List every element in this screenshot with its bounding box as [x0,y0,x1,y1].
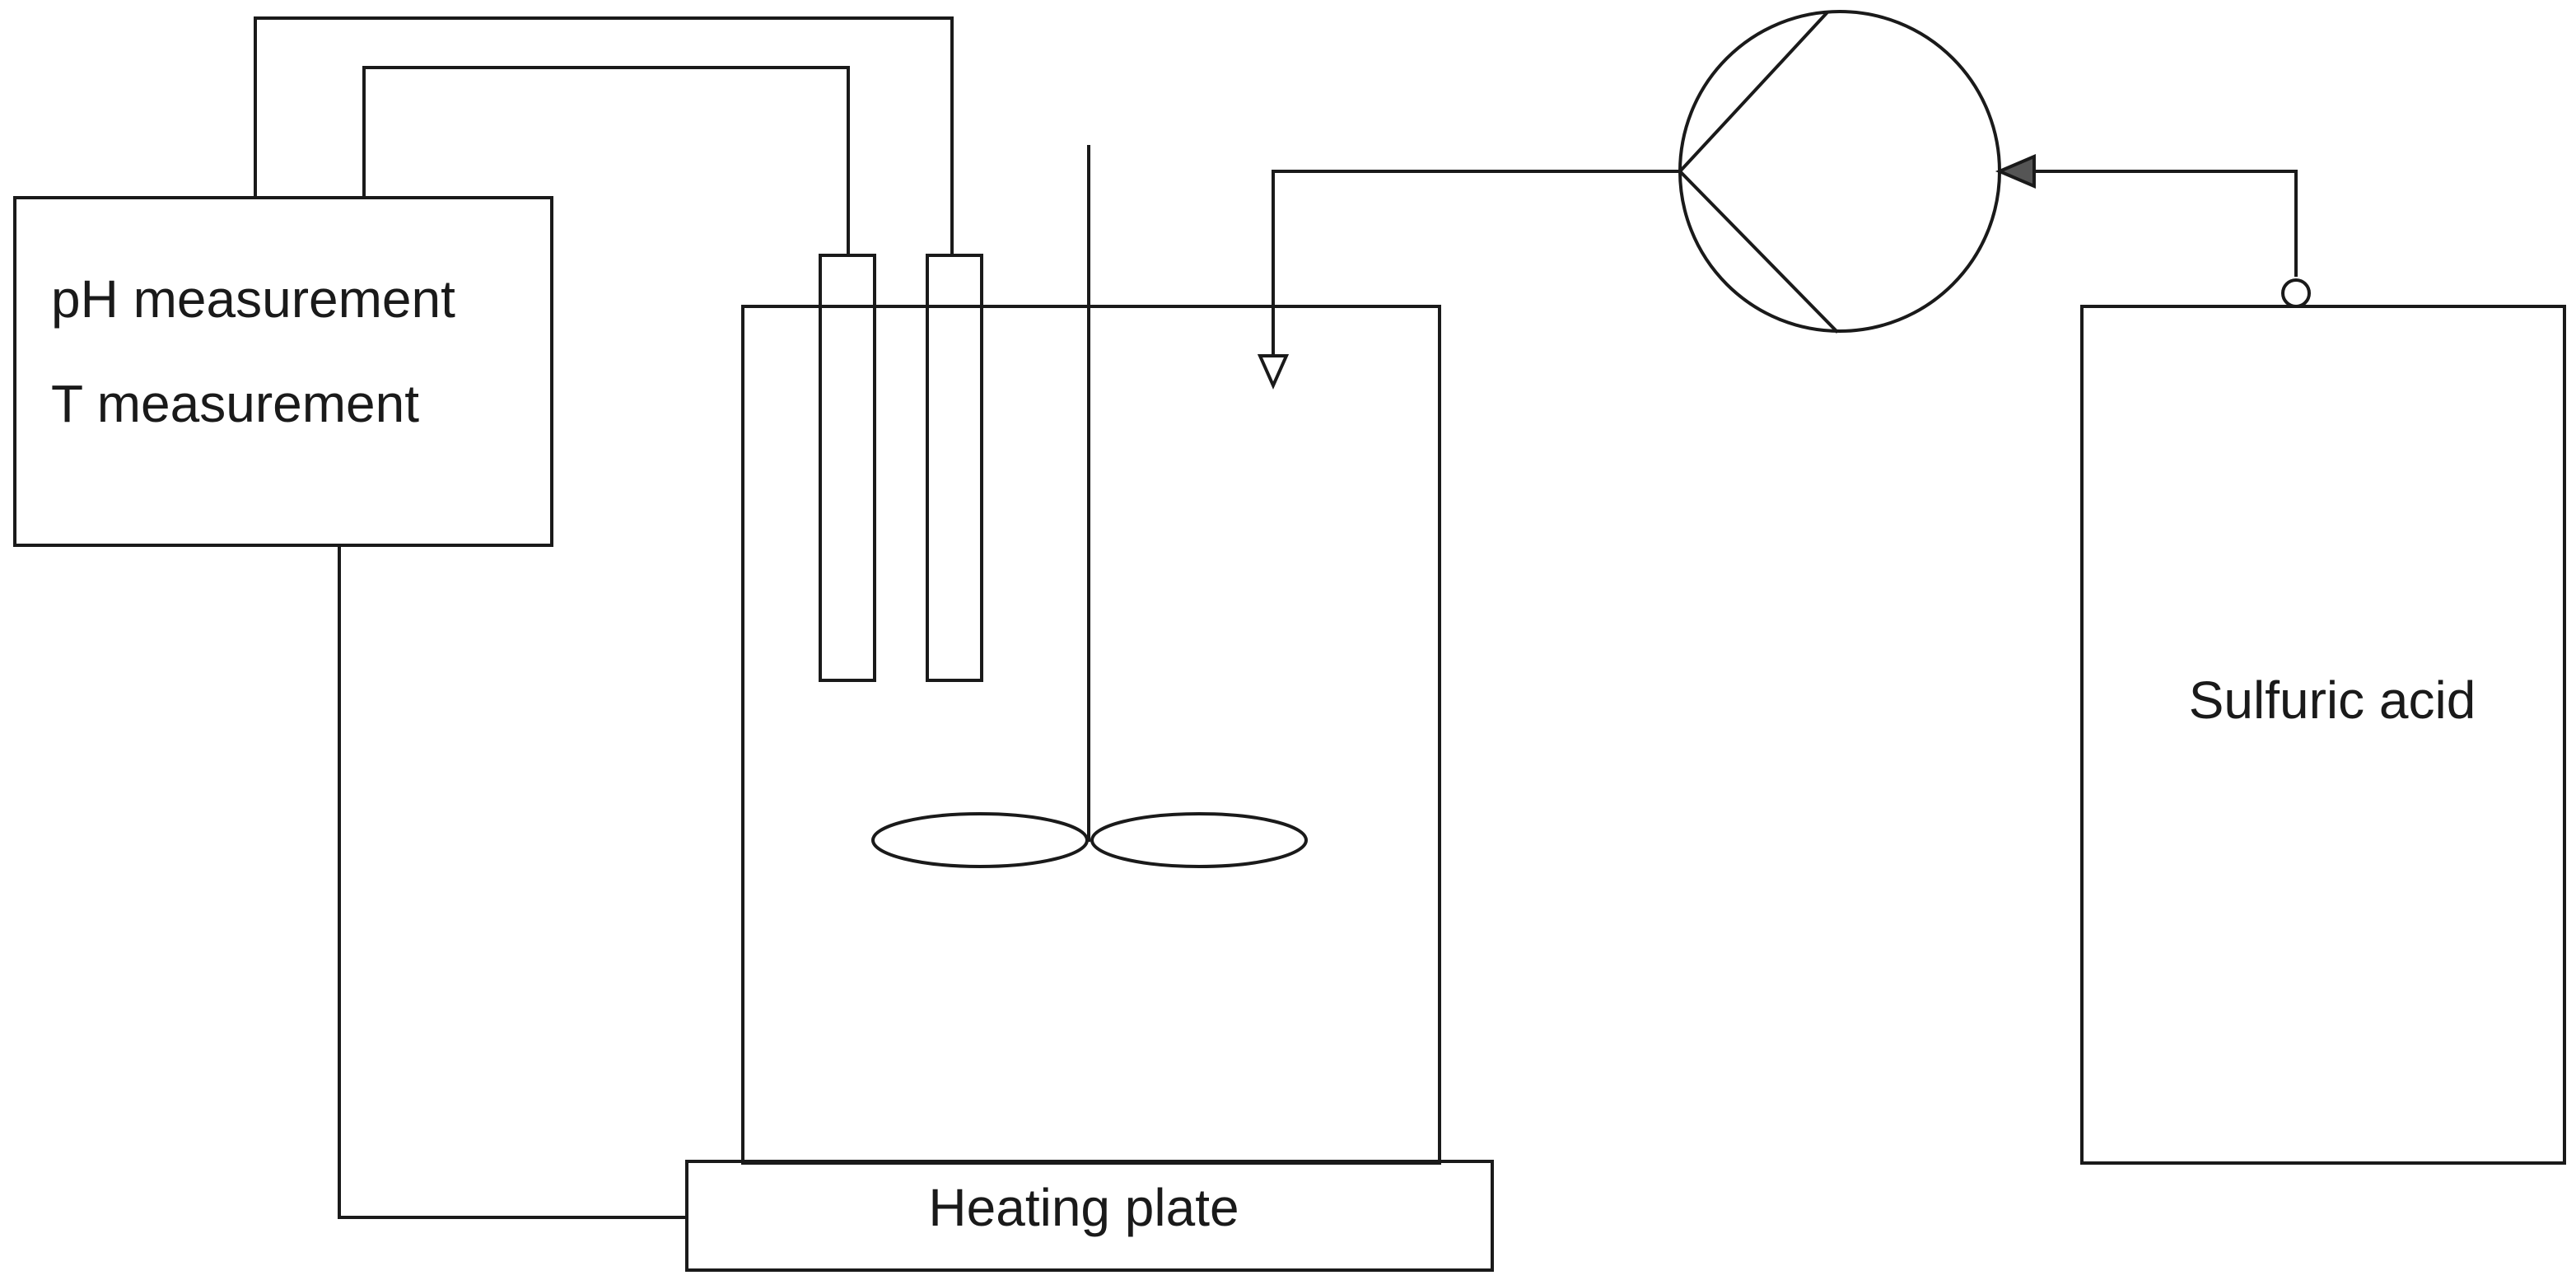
stirrer-blade-left [871,812,1089,868]
sulfuric-acid-tank [2080,305,2566,1165]
ph-probe [819,254,876,682]
sulfuric-acid-label: Sulfuric acid [2189,670,2476,730]
pump-icon [1678,10,2001,333]
temperature-probe-cable [254,16,954,257]
heating-plate-cable [338,544,688,1219]
heating-plate [685,1160,1494,1272]
ph-probe-cable [362,66,850,257]
tank-outlet-port [2281,278,2311,308]
stirrer-blade-right [1090,812,1308,868]
pump-inlet-arrow [1995,153,2036,189]
reactor-vessel [741,305,1441,1165]
measurement-box [13,196,553,547]
ph-measurement-label: pH measurement [51,269,455,329]
t-measurement-label: T measurement [51,374,419,433]
feed-outlet-arrow [1257,354,1290,390]
acid-feed-line [1272,170,1682,356]
acid-suction-line [2032,170,2298,277]
pump-inner-line-top [1678,11,1829,174]
heating-plate-label: Heating plate [928,1178,1239,1237]
temperature-probe [926,254,983,682]
pump-inner-line-bottom [1678,169,1839,334]
